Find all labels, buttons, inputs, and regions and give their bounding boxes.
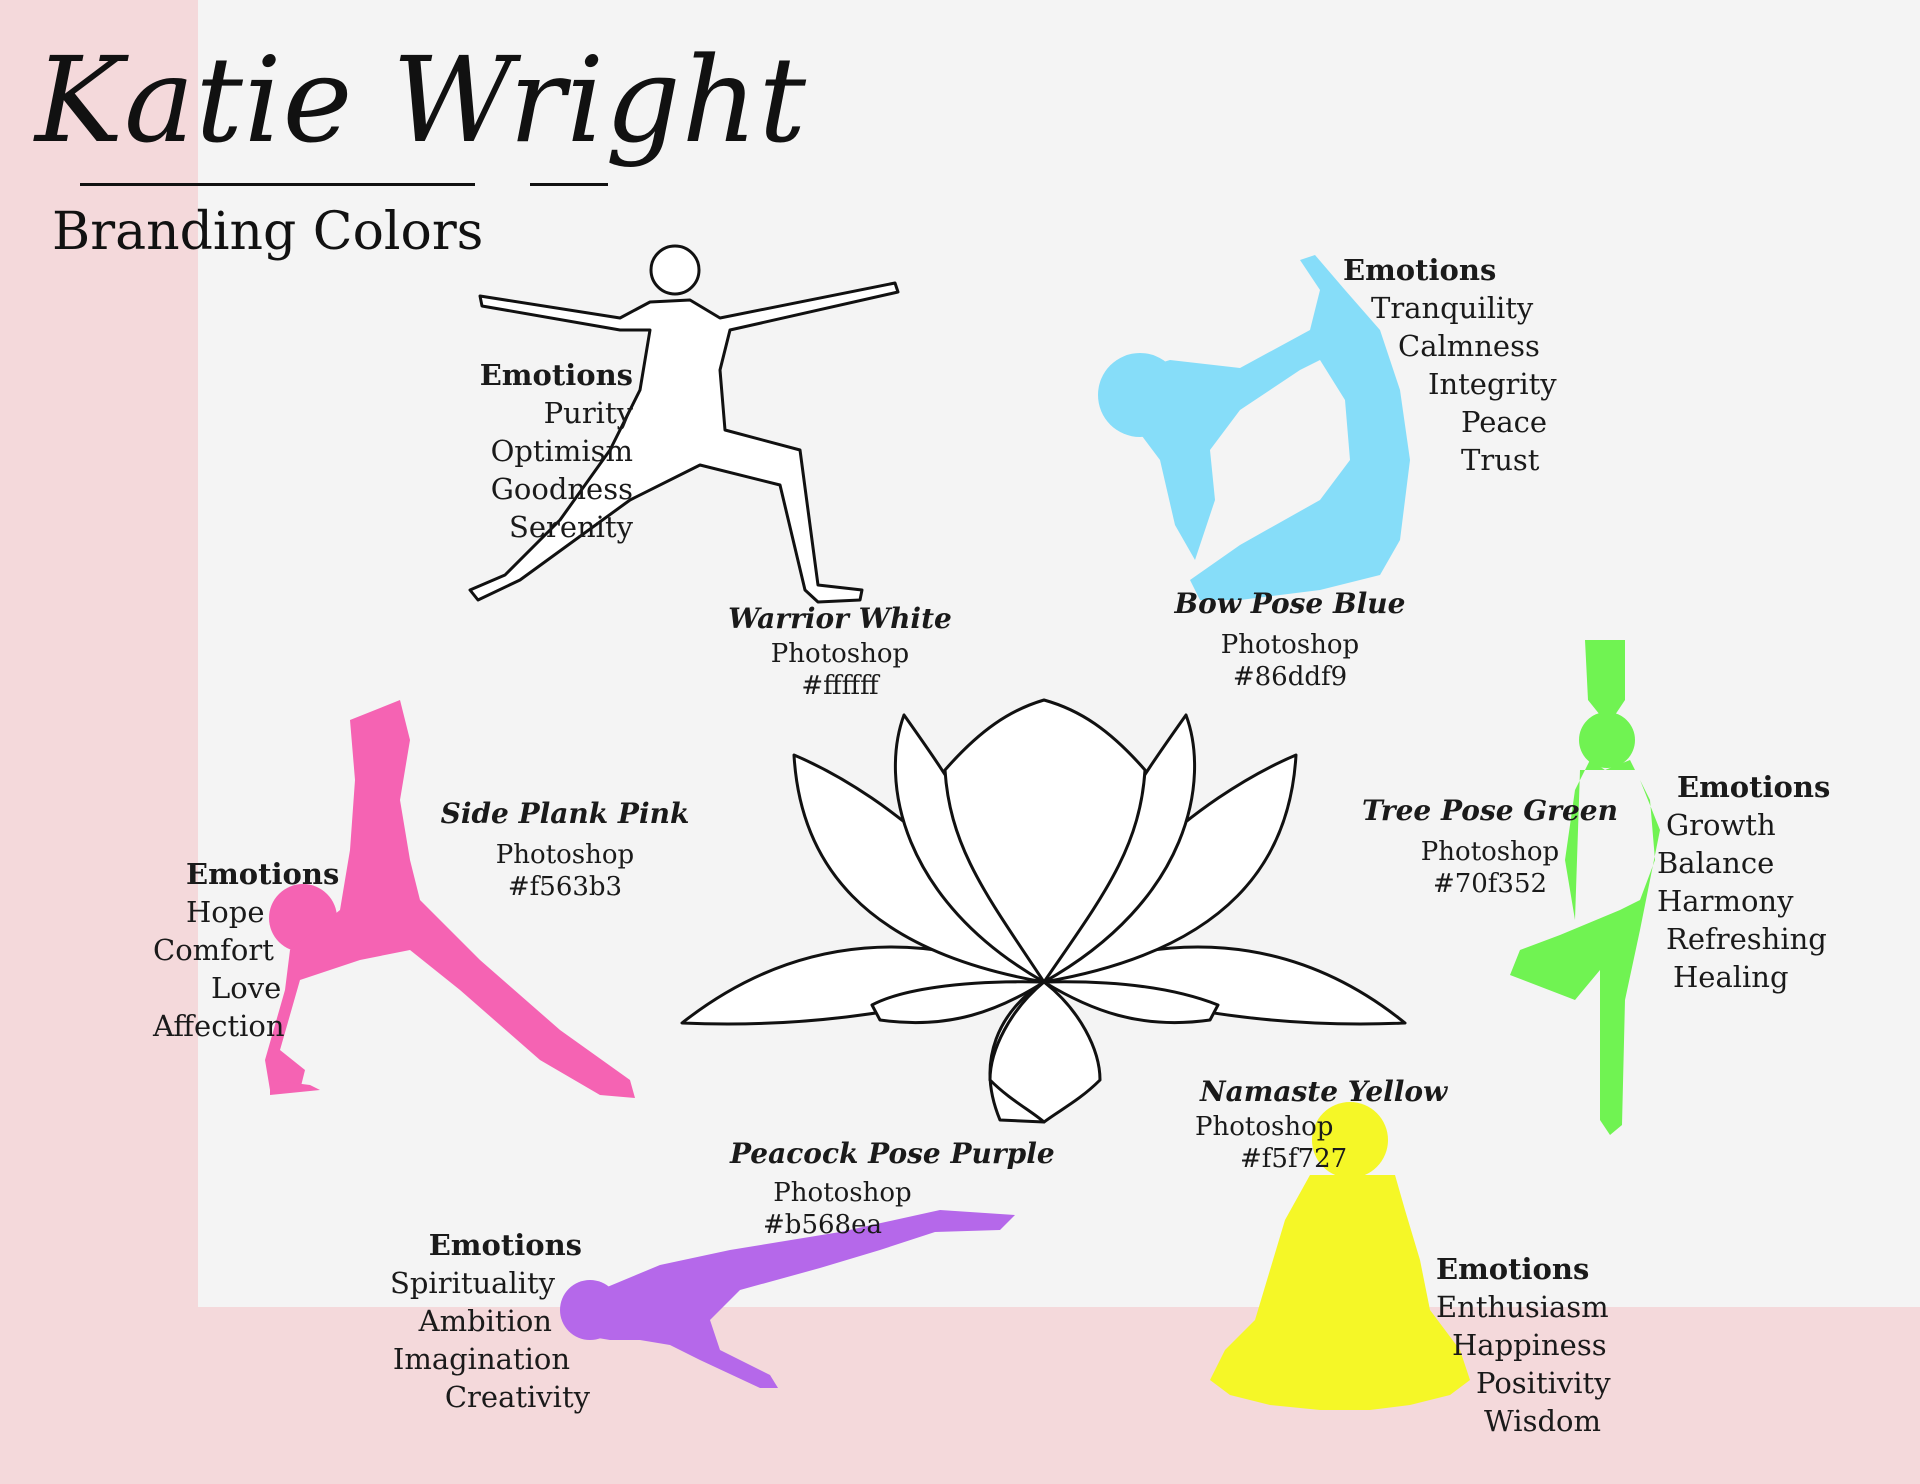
warrior-swatch-label: Warrior White Photoshop #ffffff <box>720 600 960 702</box>
emotion-item: Happiness <box>1452 1328 1607 1362</box>
side-plank-figure-icon <box>265 700 635 1098</box>
emotion-item: Purity <box>543 396 633 430</box>
swatch-name: Tree Pose Green <box>1362 794 1618 827</box>
emotions-heading: Emotions <box>428 1228 582 1262</box>
emotion-item: Affection <box>153 1009 285 1043</box>
emotion-item: Healing <box>1673 960 1789 994</box>
emotion-item: Integrity <box>1428 367 1557 401</box>
emotion-item: Ambition <box>418 1304 552 1338</box>
emotions-heading: Emotions <box>186 857 340 891</box>
meditation-figure-icon <box>1210 1102 1470 1410</box>
emotions-heading: Emotions <box>1677 770 1831 804</box>
brand-name: Katie Wright <box>35 31 808 169</box>
peacock-emotions: Emotions Spirituality Ambition Imaginati… <box>390 1226 590 1416</box>
emotion-item: Balance <box>1657 846 1775 880</box>
emotion-item: Harmony <box>1657 884 1794 918</box>
emotions-heading: Emotions <box>1436 1252 1590 1286</box>
emotion-item: Goodness <box>490 472 633 506</box>
brand-name-underline <box>80 183 475 186</box>
swatch-app: Photoshop <box>773 1178 912 1208</box>
emotion-item: Positivity <box>1476 1366 1611 1400</box>
swatch-name: Side Plank Pink <box>440 797 690 830</box>
emotion-item: Serenity <box>508 510 633 544</box>
swatch-hex: #ffffff <box>801 671 879 701</box>
bow-swatch-label: Bow Pose Blue Photoshop #86ddf9 <box>1170 585 1410 693</box>
namaste-emotions: Emotions Enthusiasm Happiness Positivity… <box>1436 1250 1656 1440</box>
emotion-item: Creativity <box>444 1380 590 1414</box>
peacock-pose-figure-icon <box>560 1210 1015 1388</box>
tree-pose-figure-icon <box>1510 640 1660 1135</box>
emotion-item: Trust <box>1461 443 1540 477</box>
sideplank-emotions: Emotions Hope Comfort Love Affection <box>153 855 340 1045</box>
tree-swatch-label: Tree Pose Green Photoshop #70f352 <box>1355 792 1625 900</box>
swatch-hex: #f563b3 <box>507 872 623 902</box>
emotion-item: Tranquility <box>1371 291 1534 325</box>
swatch-hex: #f5f727 <box>1240 1144 1348 1174</box>
emotion-item: Enthusiasm <box>1436 1290 1609 1324</box>
swatch-name: Warrior White <box>728 602 952 635</box>
brand-name-underline-right <box>530 183 608 186</box>
emotion-item: Refreshing <box>1666 922 1827 956</box>
swatch-app: Photoshop <box>1195 1112 1334 1142</box>
swatch-name: Namaste Yellow <box>1200 1075 1448 1108</box>
bow-pose-figure-icon <box>1098 255 1410 600</box>
namaste-swatch-label: Namaste Yellow Photoshop #f5f727 <box>1195 1073 1448 1175</box>
swatch-name: Peacock Pose Purple <box>730 1137 1055 1170</box>
emotions-heading: Emotions <box>479 358 633 392</box>
swatch-hex: #b568ea <box>763 1210 882 1240</box>
warrior-emotions: Emotions Purity Optimism Goodness Sereni… <box>395 356 633 546</box>
swatch-hex: #70f352 <box>1432 869 1548 899</box>
swatch-app: Photoshop <box>1420 837 1560 867</box>
emotion-item: Calmness <box>1398 329 1540 363</box>
swatch-name: Bow Pose Blue <box>1174 587 1406 620</box>
sideplank-swatch-label: Side Plank Pink Photoshop #f563b3 <box>440 795 690 903</box>
swatch-app: Photoshop <box>770 639 910 669</box>
emotion-item: Wisdom <box>1484 1404 1601 1438</box>
swatch-app: Photoshop <box>495 840 635 870</box>
emotion-item: Comfort <box>153 933 274 967</box>
emotion-item: Hope <box>186 895 265 929</box>
warrior-pose-figure-icon <box>468 244 900 604</box>
emotion-item: Peace <box>1461 405 1548 439</box>
brand-subtitle: Branding Colors <box>52 202 484 262</box>
lotus-flower-icon <box>680 698 1407 1124</box>
swatch-app: Photoshop <box>1220 630 1360 660</box>
tree-emotions: Emotions Growth Balance Harmony Refreshi… <box>1657 768 1857 996</box>
emotion-item: Growth <box>1666 808 1776 842</box>
emotion-item: Spirituality <box>390 1266 556 1300</box>
peacock-swatch-label: Peacock Pose Purple Photoshop #b568ea <box>730 1135 1055 1241</box>
emotion-item: Optimism <box>490 434 633 468</box>
emotion-item: Love <box>211 971 282 1005</box>
emotion-item: Imagination <box>392 1342 570 1376</box>
swatch-hex: #86ddf9 <box>1232 662 1348 692</box>
bow-emotions: Emotions Tranquility Calmness Integrity … <box>1343 251 1603 479</box>
emotions-heading: Emotions <box>1343 253 1497 287</box>
